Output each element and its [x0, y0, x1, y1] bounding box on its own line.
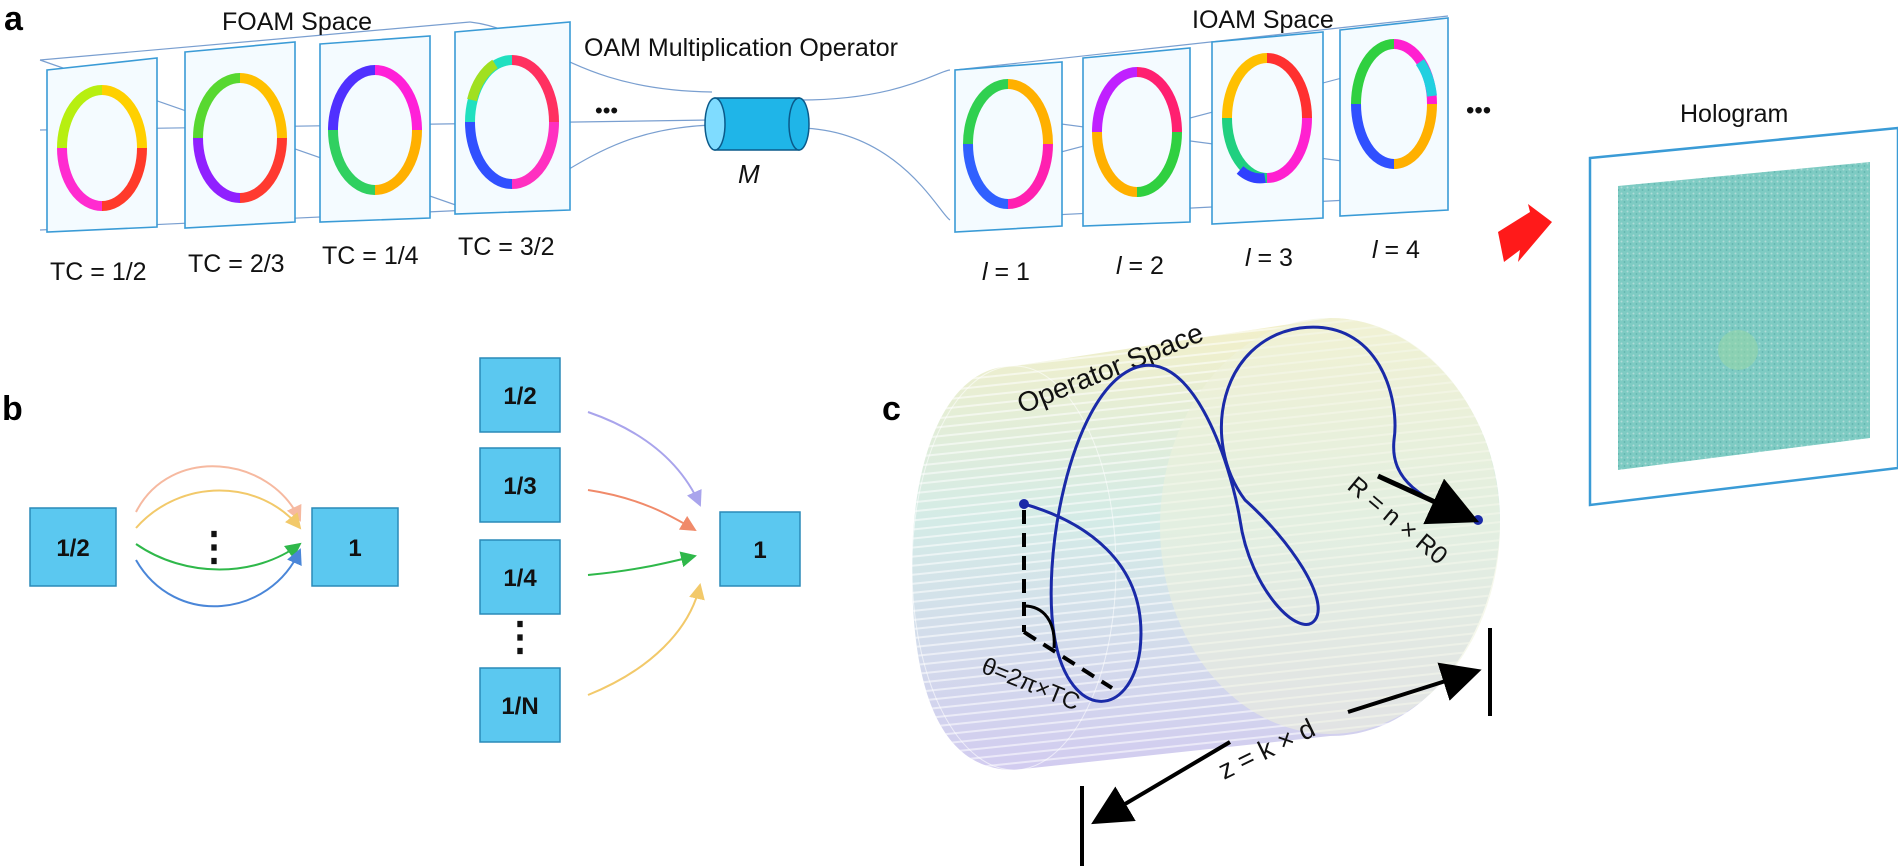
b-right-dots: ⋮ — [500, 615, 540, 659]
ring-tc-2-3 — [193, 73, 287, 203]
l-rest-3: = 3 — [1251, 244, 1293, 272]
foam-space-label: FOAM Space — [222, 8, 372, 36]
ioam-space-label: IOAM Space — [1192, 6, 1334, 34]
ioam-l-labels: l = 1 l = 2 l = 3 l = 4 — [982, 236, 1420, 286]
b-source-box-1: 1/2 — [479, 357, 561, 433]
tc-label-1: TC = 1/2 — [50, 258, 147, 286]
ring-tc-3-2 — [465, 55, 559, 189]
ring-l-4 — [1351, 39, 1437, 169]
z-dimension — [1080, 628, 1492, 866]
svg-text:1: 1 — [348, 535, 361, 562]
b-left-target-box: 1 — [311, 507, 399, 587]
l-rest-2: = 2 — [1122, 252, 1164, 280]
b-left-arrows — [135, 465, 302, 608]
l-var-1: l — [982, 258, 989, 286]
red-arrow — [1498, 204, 1552, 262]
svg-text:l = 3: l = 3 — [1245, 244, 1293, 272]
svg-text:1/3: 1/3 — [503, 473, 536, 500]
ring-l-2 — [1092, 67, 1182, 197]
l-rest-4: = 4 — [1378, 236, 1420, 264]
tc-label-3: TC = 1/4 — [322, 242, 419, 270]
helix-end-point — [1473, 515, 1483, 525]
panel-label-c: c — [882, 390, 901, 428]
ioam-ellipsis: ••• — [1466, 97, 1491, 124]
svg-text:l = 4: l = 4 — [1372, 236, 1420, 264]
svg-text:1/N: 1/N — [501, 693, 538, 720]
radius-arrow — [1376, 473, 1480, 525]
b-source-box-2: 1/3 — [479, 447, 561, 523]
ring-tc-1-4 — [328, 65, 422, 195]
svg-text:l = 1: l = 1 — [982, 258, 1030, 286]
ring-l-3 — [1222, 53, 1312, 184]
operator-title: OAM Multiplication Operator — [584, 34, 898, 62]
svg-text:l = 2: l = 2 — [1116, 252, 1164, 280]
b-left-source-box: 1/2 — [29, 507, 117, 587]
b-source-box-3: 1/4 — [479, 539, 561, 615]
theta-construction — [1022, 510, 1114, 690]
helix-path — [1023, 325, 1479, 703]
hologram-label: Hologram — [1680, 100, 1788, 128]
foam-ellipsis: ••• — [595, 98, 618, 123]
helix-start-point — [1019, 499, 1029, 509]
tc-label-4: TC = 3/2 — [458, 233, 555, 261]
hologram-panel — [1588, 126, 1898, 507]
b-left-dots: ⋮ — [194, 525, 234, 569]
b-source-box-4: 1/N — [479, 667, 561, 743]
svg-text:1/2: 1/2 — [56, 535, 89, 562]
tc-label-2: TC = 2/3 — [188, 250, 285, 278]
b-right-arrows — [587, 411, 705, 696]
panel-label-b: b — [2, 390, 23, 428]
svg-text:1/4: 1/4 — [503, 565, 537, 592]
svg-text:1: 1 — [753, 537, 766, 564]
foam-tc-labels: TC = 1/2 TC = 2/3 TC = 1/4 TC = 3/2 — [50, 233, 555, 286]
operator-cylinder — [704, 97, 810, 151]
l-var-3: l — [1245, 244, 1252, 272]
svg-text:1/2: 1/2 — [503, 383, 536, 410]
b-right-source-boxes: 1/2 1/3 1/4 1/N — [479, 357, 561, 743]
foam-rings — [57, 55, 559, 211]
panel-label-a: a — [4, 0, 24, 38]
ioam-rings — [963, 39, 1437, 209]
ring-l-1 — [963, 79, 1053, 209]
b-right-target-box: 1 — [719, 511, 801, 587]
operator-symbol: M — [738, 159, 760, 189]
l-var-4: l — [1372, 236, 1379, 264]
l-rest-1: = 1 — [988, 258, 1030, 286]
l-var-2: l — [1116, 252, 1123, 280]
ring-tc-1-2 — [57, 85, 147, 211]
